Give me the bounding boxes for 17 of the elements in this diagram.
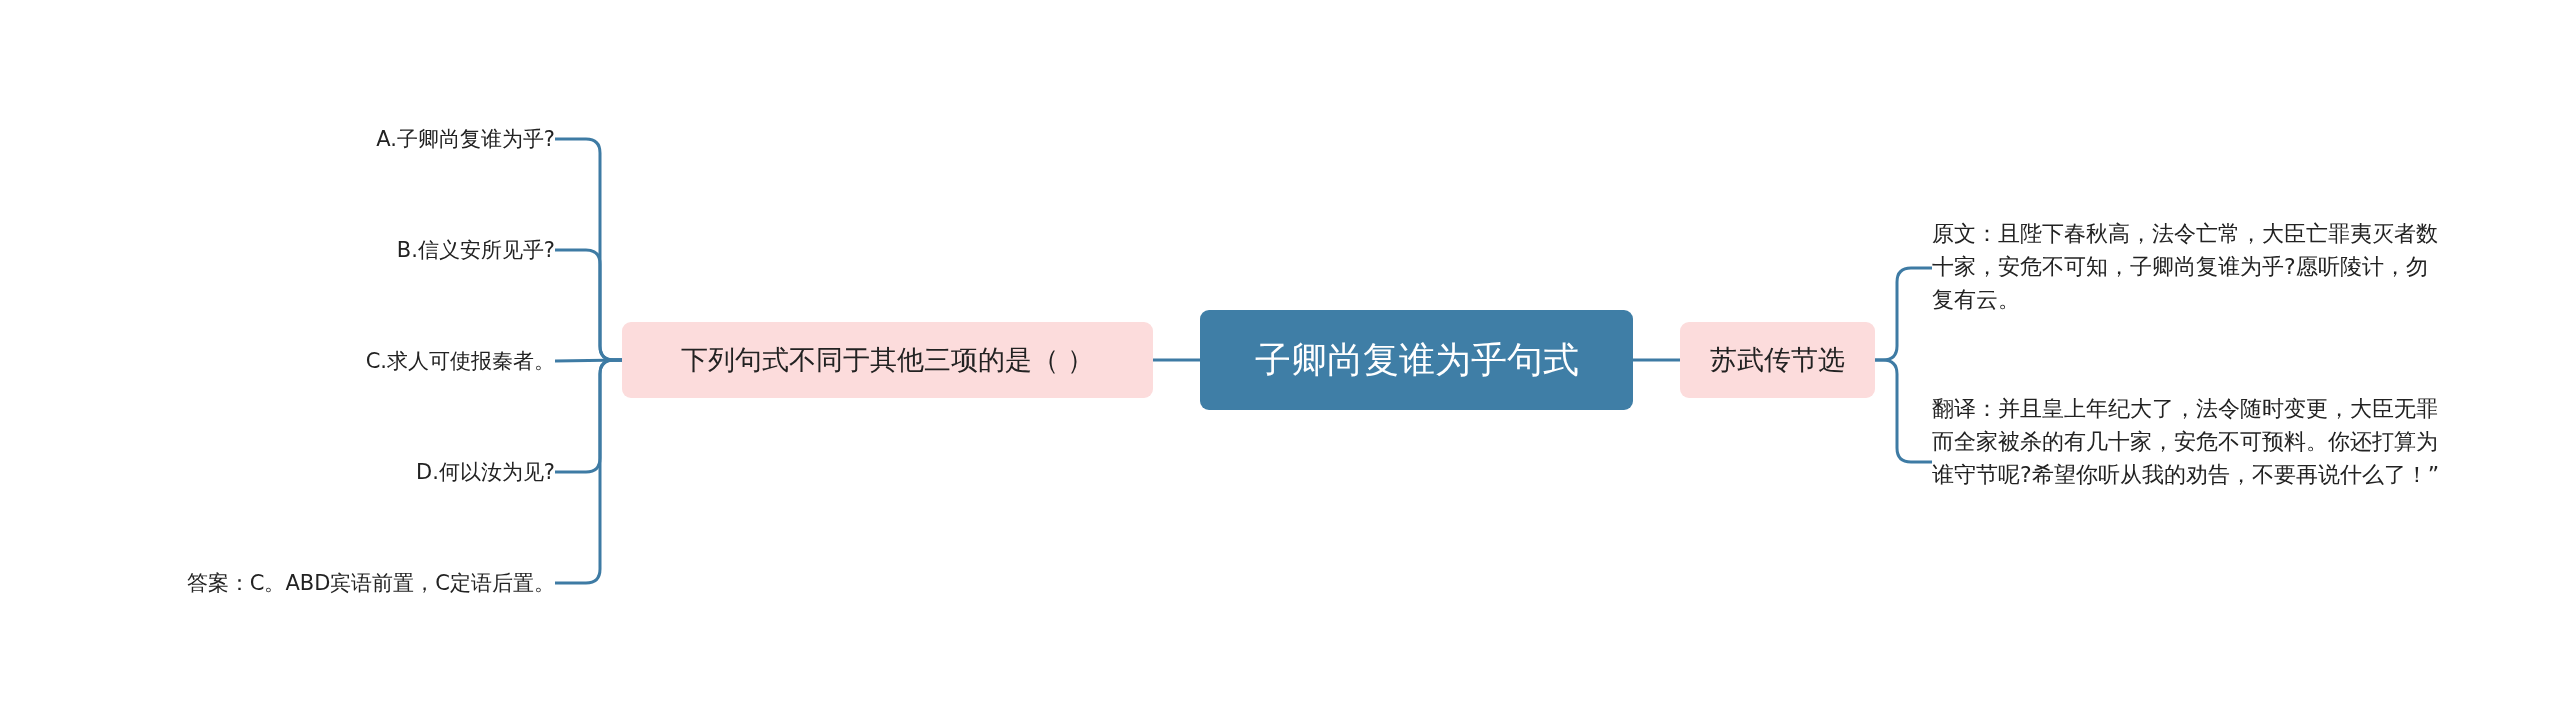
branch-text: D.何以汝为见?: [416, 459, 555, 486]
topic-label: 子卿尚复谁为乎句式: [1254, 337, 1579, 382]
branch-text: 翻译：并且皇上年纪大了，法令随时变更，大臣无罪而全家被杀的有几十家，安危不可预料。你还打算为谁守节呢?希望你听从我的劝告，不要再说什么了！”: [1932, 395, 2441, 489]
connector-line: [1153, 358, 1200, 362]
connector-line: [1633, 358, 1680, 362]
subtopic-box: [1680, 322, 1875, 398]
branch-text: B.信义安所见乎?: [396, 237, 555, 264]
branch-text: A.子卿尚复谁为乎?: [376, 126, 555, 153]
connector-line: [1875, 358, 1932, 464]
subtopic-box: [622, 322, 1153, 398]
subtopic-label: 下列句式不同于其他三项的是（ ）: [680, 343, 1095, 377]
branch-text: 原文：且陛下春秋高，法令亡常，大臣亡罪夷灭者数十家，安危不可知，子卿尚复谁为乎?愿听陵计，勿复有云。: [1932, 220, 2439, 314]
topic-box: [1200, 310, 1633, 410]
branch-text: C.求人可使报秦者。: [365, 348, 555, 375]
subtopic-label: 苏武传节选: [1710, 343, 1845, 377]
connector-line: [555, 358, 622, 585]
branch-text: 答案：C。ABD宾语前置，C定语后置。: [186, 570, 555, 597]
